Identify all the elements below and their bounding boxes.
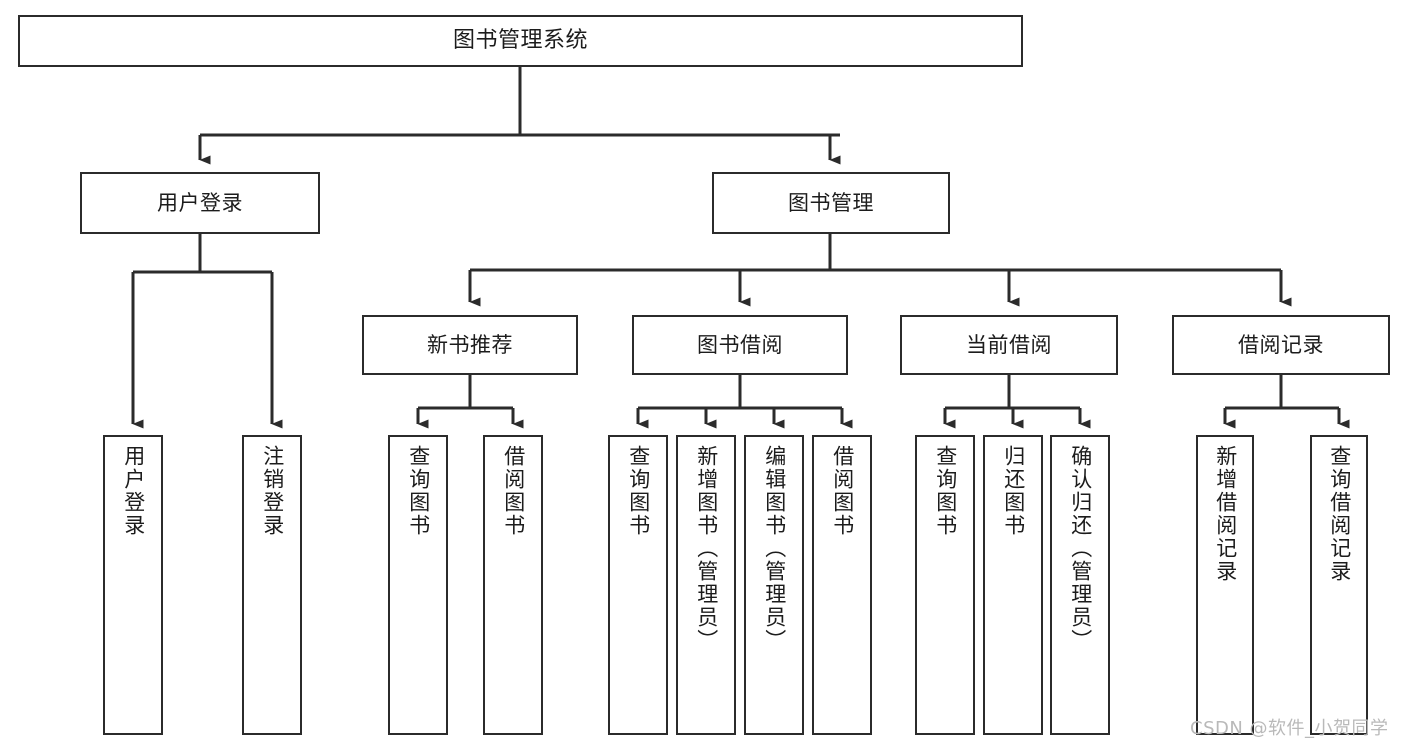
leaf-add-record-label: 新增借阅记录	[1213, 445, 1238, 583]
node-borrow-record-label: 借阅记录	[1238, 332, 1324, 357]
leaf-confirm-return-label: 确认归还（管理员）	[1068, 445, 1093, 652]
leaf-borrow-book-2-label: 借阅图书	[830, 445, 855, 537]
leaf-user-login[interactable]: 用户登录	[103, 435, 163, 735]
leaf-query-book-3-label: 查询图书	[933, 445, 958, 537]
leaf-confirm-return[interactable]: 确认归还（管理员）	[1050, 435, 1110, 735]
leaf-return-book[interactable]: 归还图书	[983, 435, 1043, 735]
leaf-query-book-1-label: 查询图书	[406, 445, 431, 537]
node-current-borrow-label: 当前借阅	[966, 332, 1052, 357]
node-new-book-recommend[interactable]: 新书推荐	[362, 315, 578, 375]
leaf-query-record[interactable]: 查询借阅记录	[1310, 435, 1368, 735]
node-book-borrow[interactable]: 图书借阅	[632, 315, 848, 375]
node-book-borrow-label: 图书借阅	[697, 332, 783, 357]
leaf-borrow-book-1-label: 借阅图书	[501, 445, 526, 537]
leaf-user-logout-label: 注销登录	[260, 445, 285, 537]
leaf-borrow-book-2[interactable]: 借阅图书	[812, 435, 872, 735]
node-borrow-record[interactable]: 借阅记录	[1172, 315, 1390, 375]
node-root[interactable]: 图书管理系统	[18, 15, 1023, 67]
leaf-query-book-2-label: 查询图书	[626, 445, 651, 537]
node-new-book-recommend-label: 新书推荐	[427, 332, 513, 357]
node-current-borrow[interactable]: 当前借阅	[900, 315, 1118, 375]
leaf-query-book-3[interactable]: 查询图书	[915, 435, 975, 735]
leaf-edit-book[interactable]: 编辑图书（管理员）	[744, 435, 804, 735]
node-user-login[interactable]: 用户登录	[80, 172, 320, 234]
leaf-user-login-label: 用户登录	[121, 445, 146, 537]
node-book-manage-label: 图书管理	[788, 190, 874, 215]
leaf-add-book-label: 新增图书（管理员）	[694, 445, 719, 652]
leaf-borrow-book-1[interactable]: 借阅图书	[483, 435, 543, 735]
leaf-edit-book-label: 编辑图书（管理员）	[762, 445, 787, 652]
leaf-return-book-label: 归还图书	[1001, 445, 1026, 537]
leaf-add-book[interactable]: 新增图书（管理员）	[676, 435, 736, 735]
watermark: CSDN @软件_小贺同学	[1190, 718, 1389, 739]
leaf-add-record[interactable]: 新增借阅记录	[1196, 435, 1254, 735]
node-user-login-label: 用户登录	[157, 190, 243, 215]
node-root-label: 图书管理系统	[452, 28, 588, 54]
node-book-manage[interactable]: 图书管理	[712, 172, 950, 234]
leaf-query-record-label: 查询借阅记录	[1327, 445, 1352, 583]
leaf-query-book-1[interactable]: 查询图书	[388, 435, 448, 735]
leaf-user-logout[interactable]: 注销登录	[242, 435, 302, 735]
leaf-query-book-2[interactable]: 查询图书	[608, 435, 668, 735]
